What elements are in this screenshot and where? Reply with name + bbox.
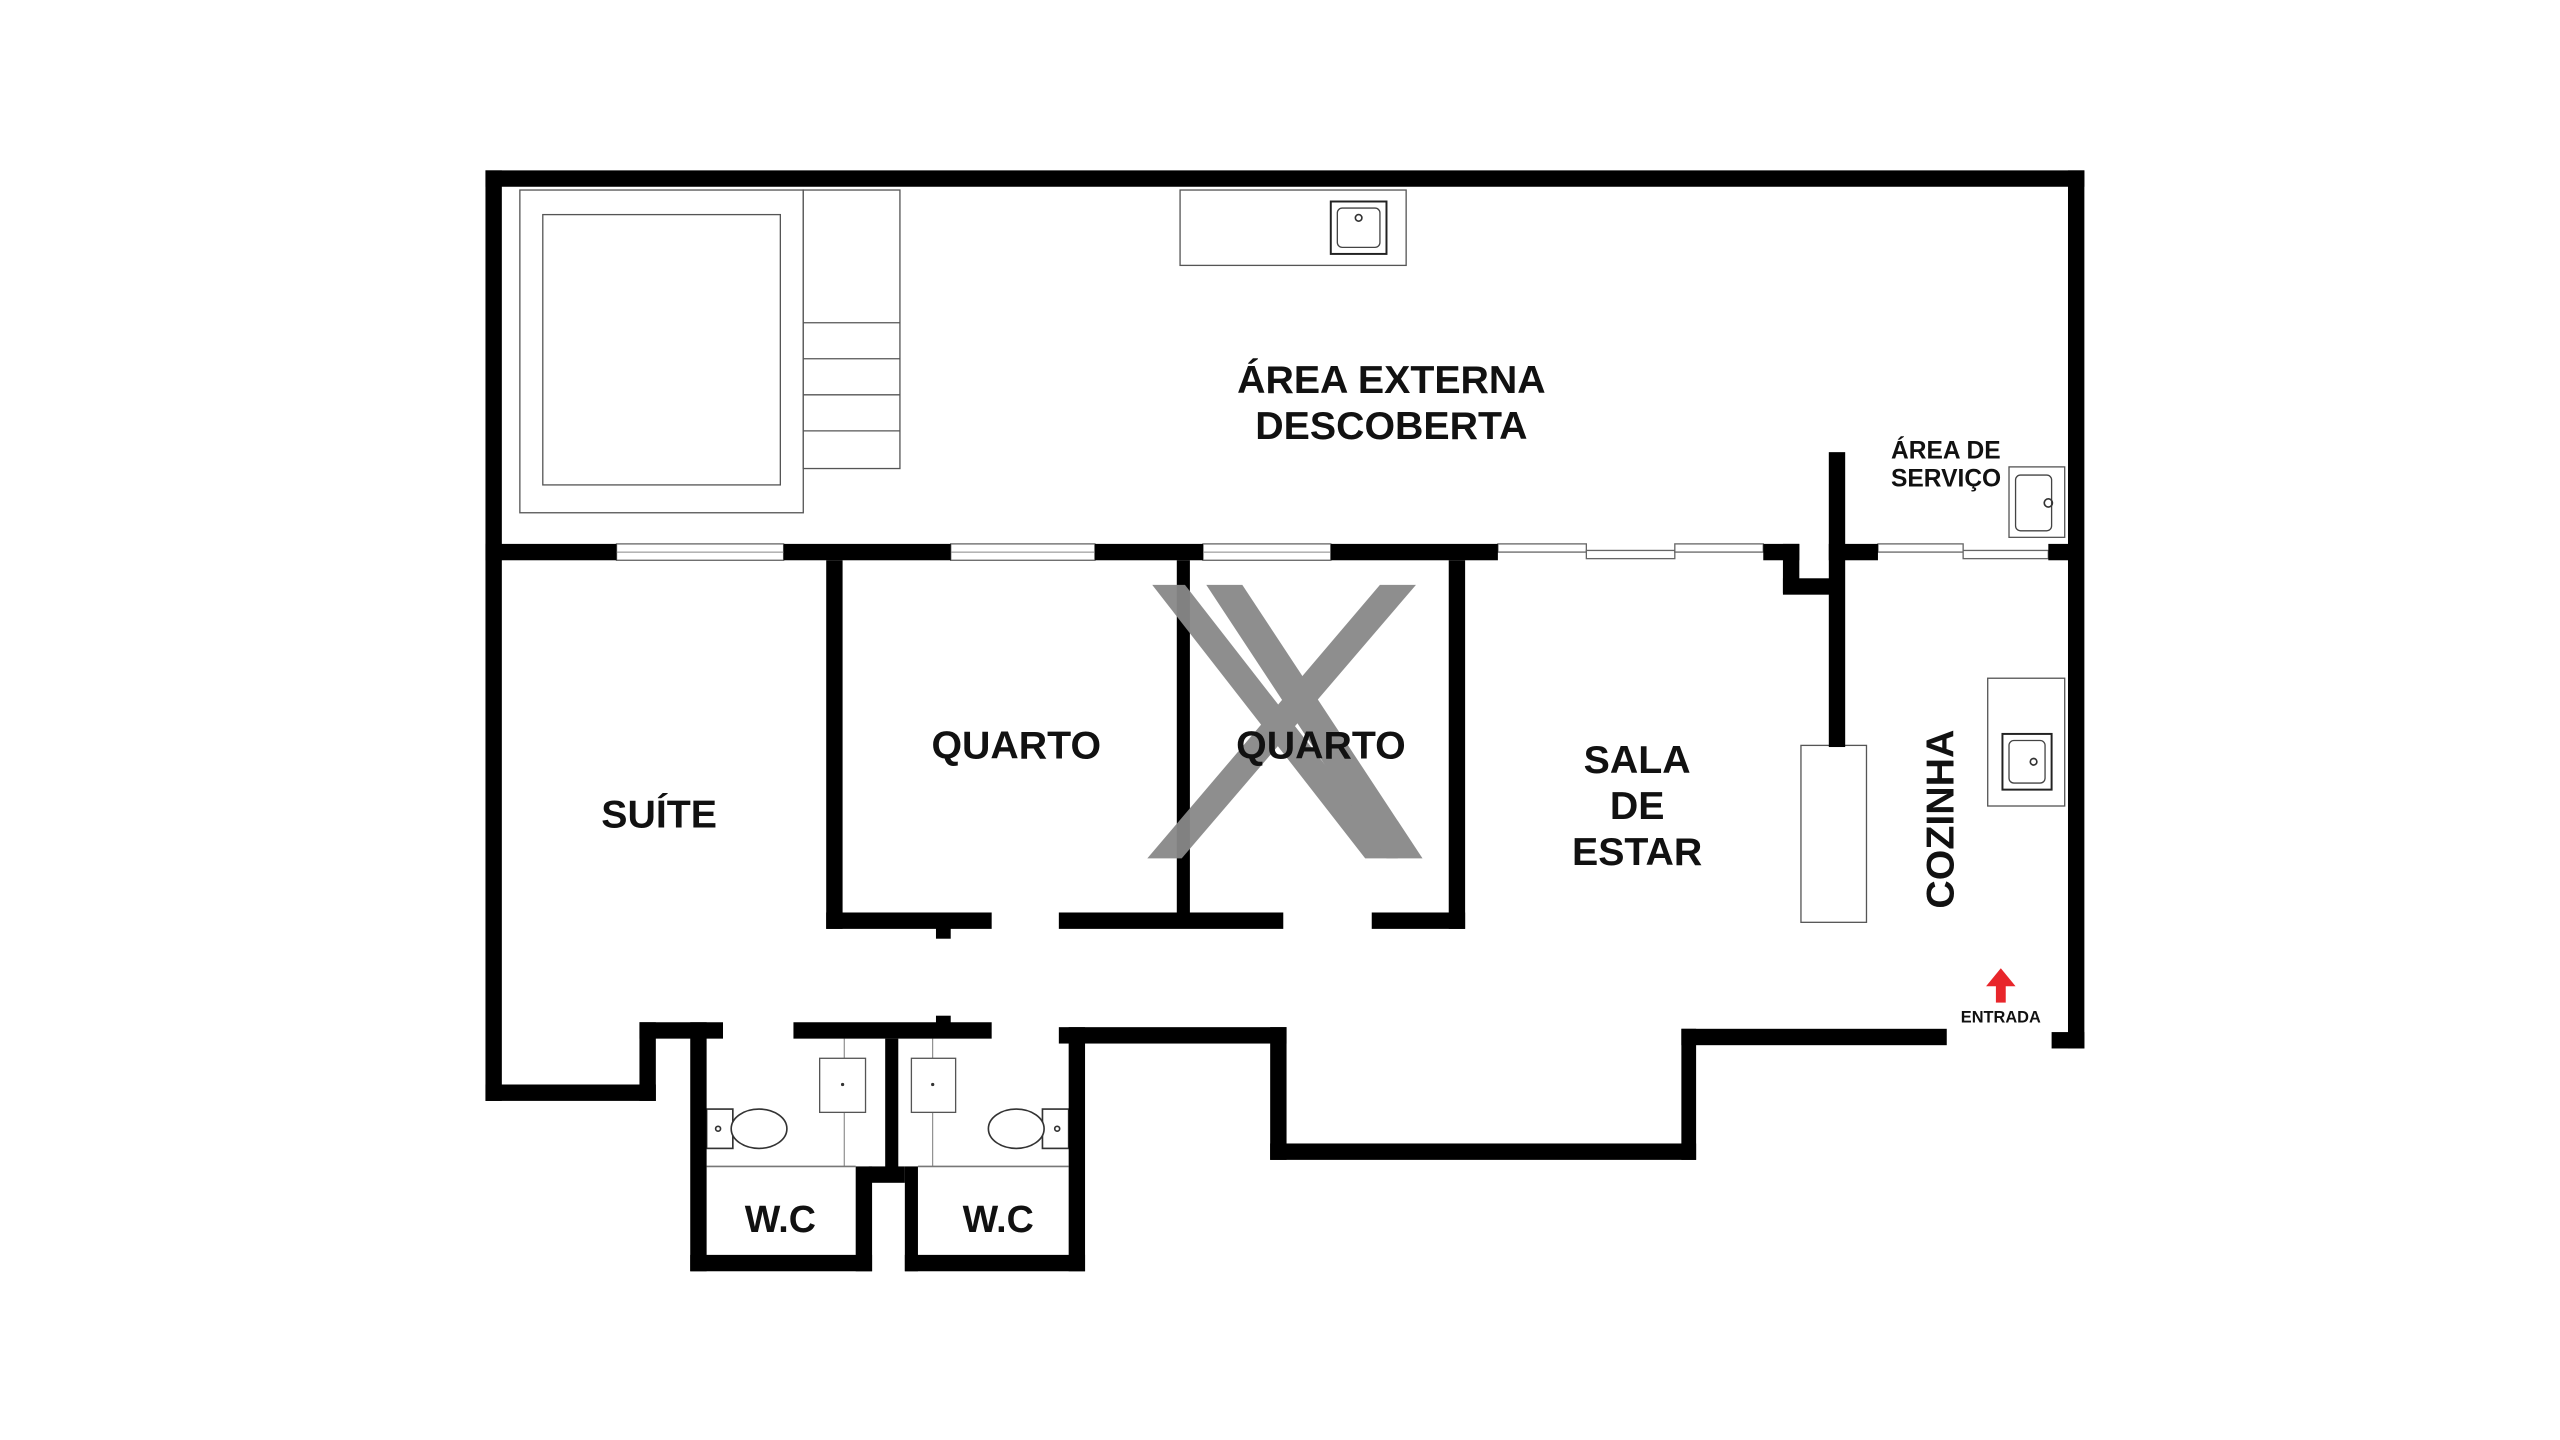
pool-steps — [802, 189, 901, 470]
room-label-wc: W.C — [963, 1198, 1034, 1240]
room-label-quarto: QUARTO — [1236, 723, 1406, 767]
watermark-x-logo — [1147, 584, 1423, 859]
entrance-label: ENTRADA — [1961, 1008, 2041, 1026]
pool — [519, 189, 804, 514]
room-label-suite: SUÍTE — [601, 792, 717, 836]
room-label-area-externa: DESCOBERTA — [1255, 404, 1527, 448]
room-label-quarto: QUARTO — [931, 723, 1101, 767]
toilet-icon — [987, 1108, 1070, 1150]
walls — [485, 170, 2085, 1272]
outdoor-sink-counter — [1179, 189, 1407, 267]
room-label-wc: W.C — [745, 1198, 816, 1240]
wc-sinks — [706, 1038, 1069, 1168]
toilet-icon — [705, 1108, 788, 1150]
room-label-sala: SALA — [1584, 738, 1691, 782]
kitchen-counter — [1987, 677, 2066, 807]
room-label-area-servico: SERVIÇO — [1891, 466, 2001, 493]
entrance-arrow-icon — [1986, 968, 2016, 1003]
room-label-sala: ESTAR — [1572, 830, 1702, 874]
living-room-counter — [1800, 744, 1868, 923]
windows — [615, 543, 2049, 561]
room-label-area-servico: ÁREA DE — [1891, 437, 2001, 465]
service-sink — [2008, 466, 2066, 538]
room-label-cozinha: COZINHA — [1918, 730, 1962, 909]
room-label-sala: DE — [1610, 784, 1665, 828]
room-label-area-externa: ÁREA EXTERNA — [1237, 358, 1546, 402]
